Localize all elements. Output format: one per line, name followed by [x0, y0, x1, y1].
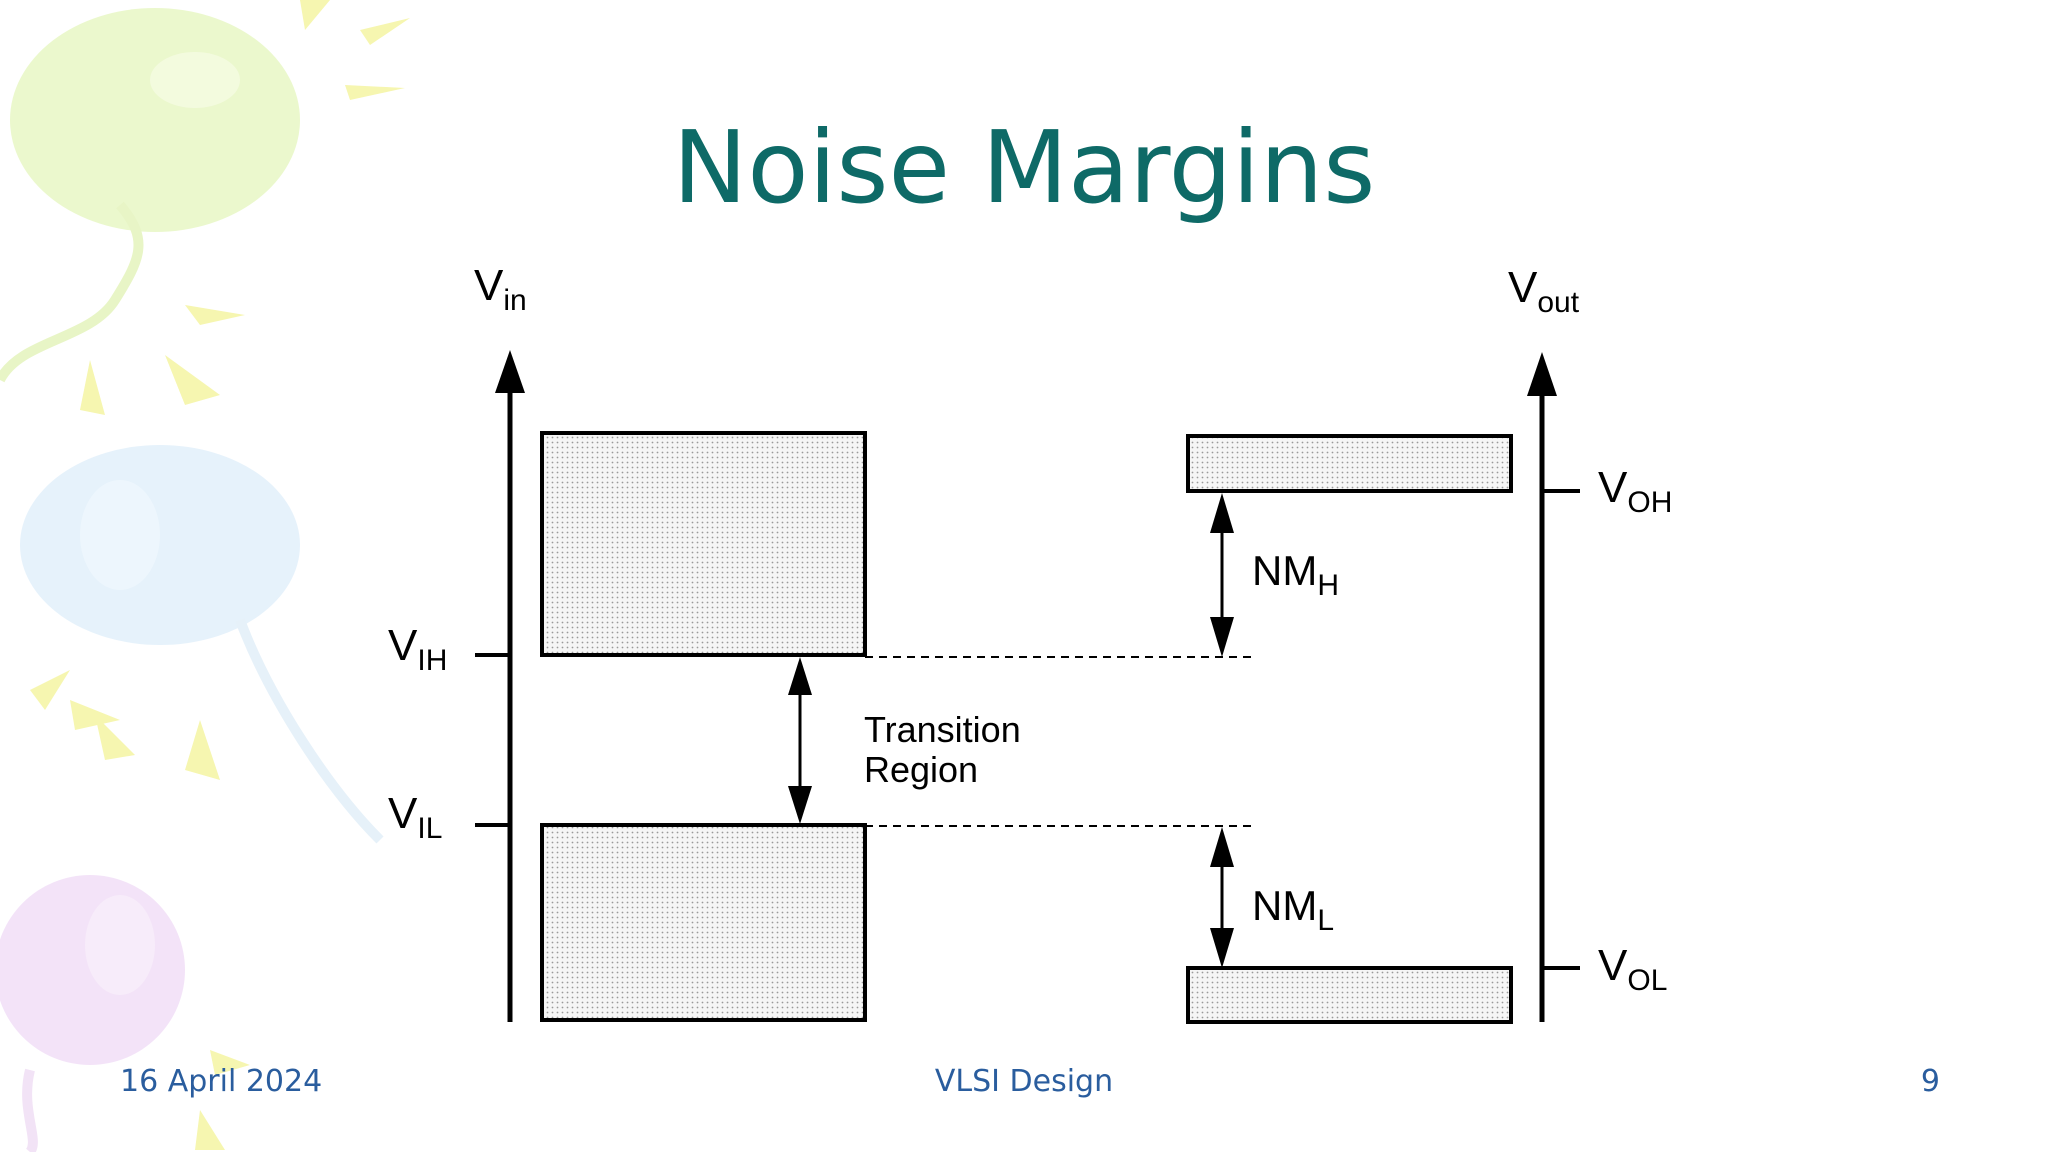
slide-title: Noise Margins — [672, 109, 1376, 226]
nm-h-label: NMH — [1252, 547, 1339, 602]
footer-page-number: 9 — [1920, 1064, 1940, 1099]
v-il-label: VIL — [388, 789, 442, 845]
nm-h-arrow-head-up — [1210, 493, 1234, 533]
transition-label: Transition Region — [864, 709, 1031, 790]
v-ih-label: VIH — [388, 621, 447, 677]
purple-balloon — [0, 875, 185, 1152]
transition-arrow-head-up — [788, 657, 812, 695]
footer-title: VLSI Design — [934, 1064, 1114, 1099]
input-axis-label: Vin — [474, 261, 527, 317]
blue-balloon — [20, 445, 384, 844]
output-low-region — [1186, 966, 1513, 1024]
transition-arrow-head-down — [788, 786, 812, 824]
sun-rays-decoration — [30, 0, 410, 1150]
output-axis-label: Vout — [1508, 263, 1580, 319]
output-axis-arrowhead — [1527, 352, 1557, 396]
output-high-region — [1186, 434, 1513, 493]
v-oh-label: VOH — [1598, 463, 1672, 519]
input-low-region — [540, 823, 867, 1022]
nm-l-arrow-head-down — [1210, 928, 1234, 968]
nm-h-arrow-head-down — [1210, 617, 1234, 657]
green-balloon — [0, 8, 300, 383]
nm-l-arrow-head-up — [1210, 827, 1234, 867]
nm-l-label: NML — [1252, 882, 1334, 937]
input-high-region — [540, 431, 867, 657]
input-axis-arrowhead — [495, 350, 525, 393]
v-ol-label: VOL — [1598, 941, 1667, 997]
footer-date: 16 April 2024 — [120, 1064, 323, 1099]
